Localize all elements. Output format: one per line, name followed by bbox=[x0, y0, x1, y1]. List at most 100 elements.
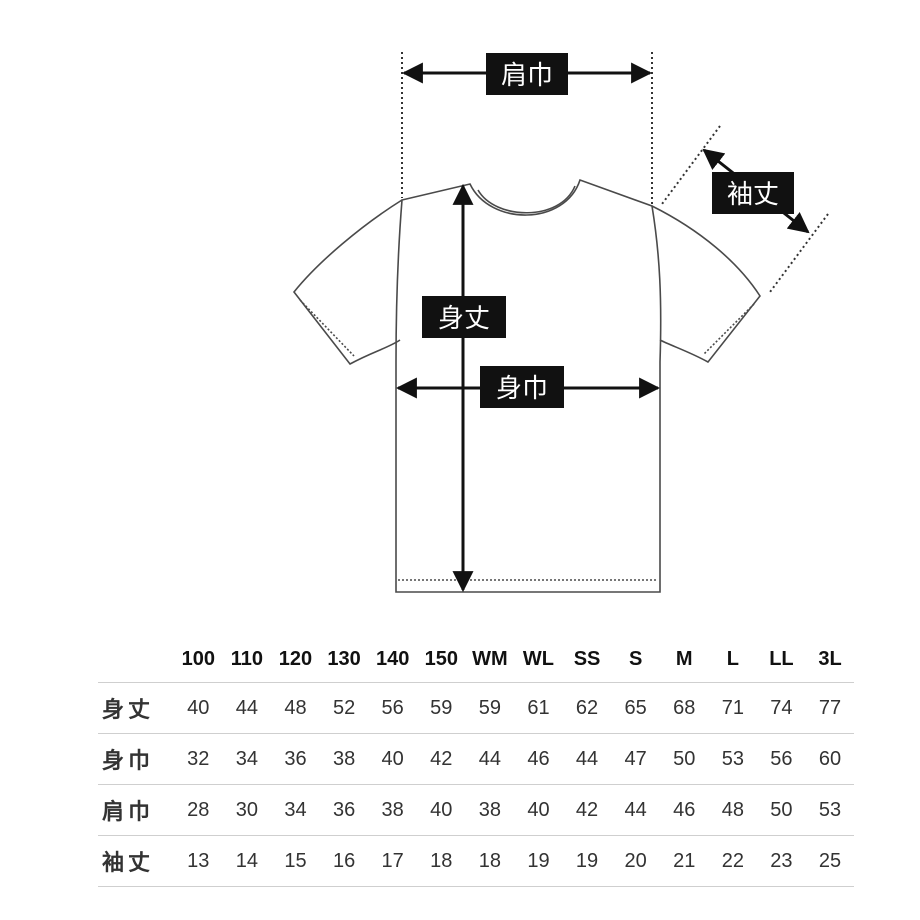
table-cell: 13 bbox=[187, 849, 210, 872]
table-cell: 40 bbox=[187, 696, 210, 719]
table-cell: 28 bbox=[187, 798, 210, 821]
right-cuff-stitch bbox=[703, 303, 755, 355]
tshirt-measurement-diagram: 肩巾 袖丈 身丈 身巾 bbox=[292, 52, 829, 593]
table-cell: 50 bbox=[770, 798, 793, 821]
table-cell: 32 bbox=[187, 747, 210, 770]
size-header: LL bbox=[769, 647, 794, 670]
row-label: 袖丈 bbox=[102, 851, 155, 876]
table-cell: 22 bbox=[721, 849, 744, 872]
size-header: WL bbox=[522, 647, 554, 670]
table-cell: 44 bbox=[575, 747, 599, 770]
table-row: 肩巾 28 30 34 36 38 40 38 40 42 44 46 48 5… bbox=[98, 784, 855, 836]
table-row: 身巾 32 34 36 38 40 42 44 46 44 47 50 53 5… bbox=[98, 733, 855, 785]
size-header: 100 bbox=[181, 647, 215, 670]
table-cell: 40 bbox=[527, 798, 550, 821]
table-cell: 53 bbox=[818, 798, 842, 821]
table-cell: 56 bbox=[770, 747, 793, 770]
table-cell: 19 bbox=[527, 849, 550, 872]
row-label: 身丈 bbox=[102, 698, 155, 723]
table-cell: 44 bbox=[478, 747, 501, 770]
size-header: SS bbox=[573, 647, 601, 670]
table-cell: 19 bbox=[575, 849, 599, 872]
size-header-row: 100 110 120 130 140 150 WM WL SS S M L L… bbox=[98, 636, 854, 683]
table-row: 袖丈 13 14 15 16 17 18 18 19 19 20 21 22 2… bbox=[98, 835, 855, 887]
tshirt-outline bbox=[292, 178, 761, 593]
table-cell: 42 bbox=[575, 798, 599, 821]
table-cell: 25 bbox=[818, 849, 842, 872]
table-cell: 62 bbox=[575, 696, 599, 719]
sleeve-label-text: 袖丈 bbox=[727, 180, 779, 210]
table-cell: 14 bbox=[235, 849, 259, 872]
table-cell: 34 bbox=[235, 747, 259, 770]
sleeve-label: 袖丈 bbox=[712, 172, 794, 214]
corner-cell bbox=[98, 636, 174, 683]
table-cell: 36 bbox=[284, 747, 307, 770]
shoulder-label: 肩巾 bbox=[486, 53, 568, 95]
tshirt-body bbox=[395, 178, 662, 593]
table-cell: 44 bbox=[624, 798, 647, 821]
table-cell: 46 bbox=[527, 747, 550, 770]
table-cell: 18 bbox=[430, 849, 453, 872]
table-cell: 20 bbox=[624, 849, 647, 872]
table-cell: 16 bbox=[332, 849, 356, 872]
table-cell: 42 bbox=[430, 747, 453, 770]
table-cell: 15 bbox=[284, 849, 307, 872]
table-cell: 46 bbox=[673, 798, 696, 821]
table-cell: 30 bbox=[235, 798, 259, 821]
table-cell: 65 bbox=[624, 696, 647, 719]
table-cell: 18 bbox=[478, 849, 501, 872]
size-header: 110 bbox=[230, 647, 264, 670]
table-cell: 68 bbox=[673, 696, 696, 719]
table-cell: 52 bbox=[332, 696, 356, 719]
table-cell: 59 bbox=[430, 696, 453, 719]
table-cell: 34 bbox=[284, 798, 307, 821]
size-header: L bbox=[726, 647, 739, 670]
size-header: M bbox=[675, 647, 693, 670]
body-length-label-text: 身丈 bbox=[438, 304, 490, 334]
left-sleeve bbox=[292, 199, 403, 366]
table-cell: 53 bbox=[721, 747, 744, 770]
size-header: 130 bbox=[327, 647, 361, 670]
size-header: 3L bbox=[818, 647, 842, 670]
row-label: 肩巾 bbox=[102, 800, 155, 825]
sleeve-guide-top bbox=[661, 125, 721, 205]
sleeve-guide-bottom bbox=[769, 213, 829, 293]
row-label: 身巾 bbox=[102, 749, 155, 774]
table-cell: 44 bbox=[235, 696, 259, 719]
table-cell: 59 bbox=[478, 696, 501, 719]
right-sleeve bbox=[651, 205, 761, 364]
size-table: 100 110 120 130 140 150 WM WL SS S M L L… bbox=[98, 636, 855, 887]
table-cell: 23 bbox=[770, 849, 793, 872]
table-cell: 38 bbox=[332, 747, 356, 770]
size-header: S bbox=[628, 647, 643, 670]
table-cell: 60 bbox=[818, 747, 842, 770]
left-cuff-stitch bbox=[299, 299, 355, 357]
table-cell: 48 bbox=[721, 798, 744, 821]
shoulder-label-text: 肩巾 bbox=[501, 61, 553, 91]
body-width-label: 身巾 bbox=[480, 366, 564, 408]
table-cell: 74 bbox=[770, 696, 793, 719]
size-header: 120 bbox=[278, 647, 313, 670]
table-cell: 21 bbox=[673, 849, 696, 872]
table-cell: 61 bbox=[527, 696, 550, 719]
table-cell: 17 bbox=[381, 849, 404, 872]
table-cell: 50 bbox=[673, 747, 696, 770]
table-cell: 56 bbox=[381, 696, 404, 719]
size-header: WM bbox=[472, 647, 508, 670]
table-cell: 40 bbox=[381, 747, 404, 770]
body-length-label: 身丈 bbox=[422, 296, 506, 338]
body-width-label-text: 身巾 bbox=[496, 374, 548, 404]
table-cell: 40 bbox=[430, 798, 453, 821]
size-header: 140 bbox=[375, 647, 410, 670]
collar-inner bbox=[477, 185, 576, 214]
size-header: 150 bbox=[424, 647, 458, 670]
table-cell: 77 bbox=[818, 696, 842, 719]
table-cell: 47 bbox=[624, 747, 647, 770]
table-cell: 71 bbox=[721, 696, 744, 719]
table-cell: 36 bbox=[332, 798, 356, 821]
table-cell: 48 bbox=[284, 696, 307, 719]
table-cell: 38 bbox=[478, 798, 501, 821]
table-row: 身丈 40 44 48 52 56 59 59 61 62 65 68 71 7… bbox=[98, 682, 855, 734]
table-cell: 38 bbox=[381, 798, 404, 821]
